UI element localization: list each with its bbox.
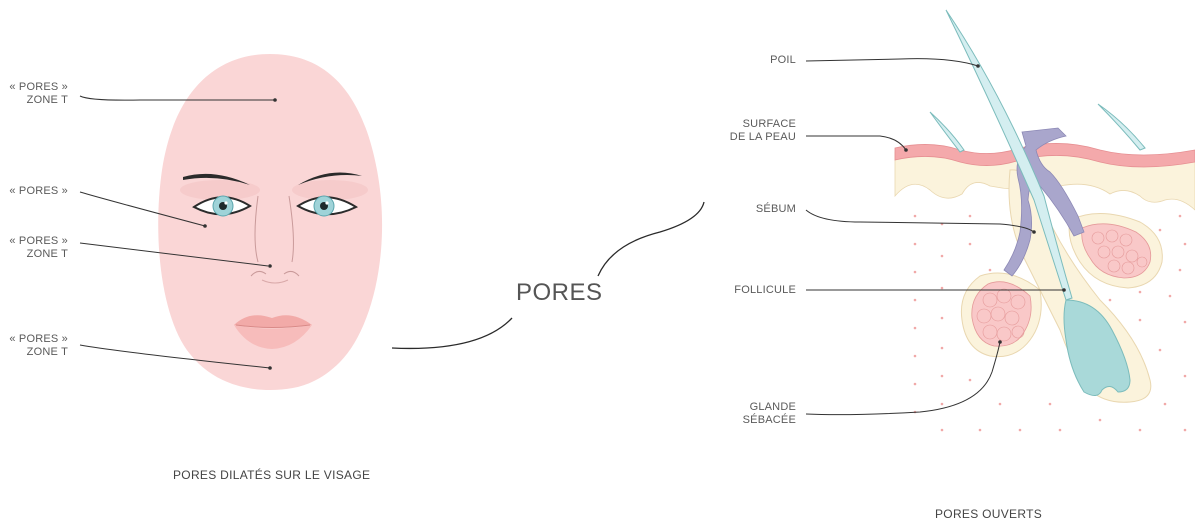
skin-label-surface-line2: DE LA PEAU <box>729 131 796 143</box>
skin-label-follicule-text: FOLLICULE <box>734 284 796 296</box>
face-label-chin-line1: « PORES » <box>9 333 68 345</box>
left-eyebrow <box>183 173 250 185</box>
skin-label-sebum: SÉBUM <box>700 203 796 216</box>
skin-label-poil: POIL <box>700 54 796 67</box>
skin-surface <box>894 143 1195 168</box>
face-label-forehead-line1: « PORES » <box>9 81 68 93</box>
face-label-cheek-line1: « PORES » <box>9 185 68 197</box>
face-label-nose-line2: ZONE T <box>26 248 68 260</box>
face-label-nose-line1: « PORES » <box>9 235 68 247</box>
hair-small-right <box>1097 103 1146 151</box>
skin-caption: PORES OUVERTS <box>935 507 1043 521</box>
skin-label-poil-text: POIL <box>770 54 796 66</box>
face-label-chin: « PORES » ZONE T <box>2 333 68 359</box>
lips <box>234 315 312 349</box>
face-label-forehead-line2: ZONE T <box>26 94 68 106</box>
right-eyebrow <box>298 172 362 185</box>
face-label-nose: « PORES » ZONE T <box>2 235 68 261</box>
face-shape <box>158 54 383 390</box>
sebaceous-gland-left <box>960 272 1042 358</box>
skin-label-sebum-text: SÉBUM <box>755 203 796 215</box>
connector-curves <box>391 201 705 350</box>
dermis-dots <box>913 214 1187 432</box>
hair-small-left <box>929 111 965 153</box>
face-label-chin-line2: ZONE T <box>26 346 68 358</box>
pores-title: PORES <box>516 279 603 306</box>
papilla <box>1063 299 1131 396</box>
skin-label-follicule: FOLLICULE <box>700 284 796 297</box>
face-caption: PORES DILATÉS SUR LE VISAGE <box>173 468 371 482</box>
right-eye <box>296 195 359 217</box>
skin-label-surface: SURFACE DE LA PEAU <box>700 118 796 144</box>
skin-label-glande-line1: GLANDE <box>749 401 796 413</box>
face-illustration <box>158 54 383 390</box>
skin-label-glande: GLANDE SÉBACÉE <box>700 401 796 427</box>
left-eye <box>192 195 252 217</box>
face-leader-lines <box>79 95 275 369</box>
skin-label-surface-line1: SURFACE <box>742 118 796 130</box>
face-label-cheek: « PORES » <box>2 185 68 198</box>
skin-leader-lines <box>805 58 1064 416</box>
skin-illustration <box>894 9 1195 432</box>
nose <box>250 195 300 284</box>
hair-main <box>945 9 1073 301</box>
sebaceous-gland-right <box>1068 212 1163 289</box>
face-label-forehead: « PORES » ZONE T <box>2 81 68 107</box>
skin-label-glande-line2: SÉBACÉE <box>742 414 796 426</box>
